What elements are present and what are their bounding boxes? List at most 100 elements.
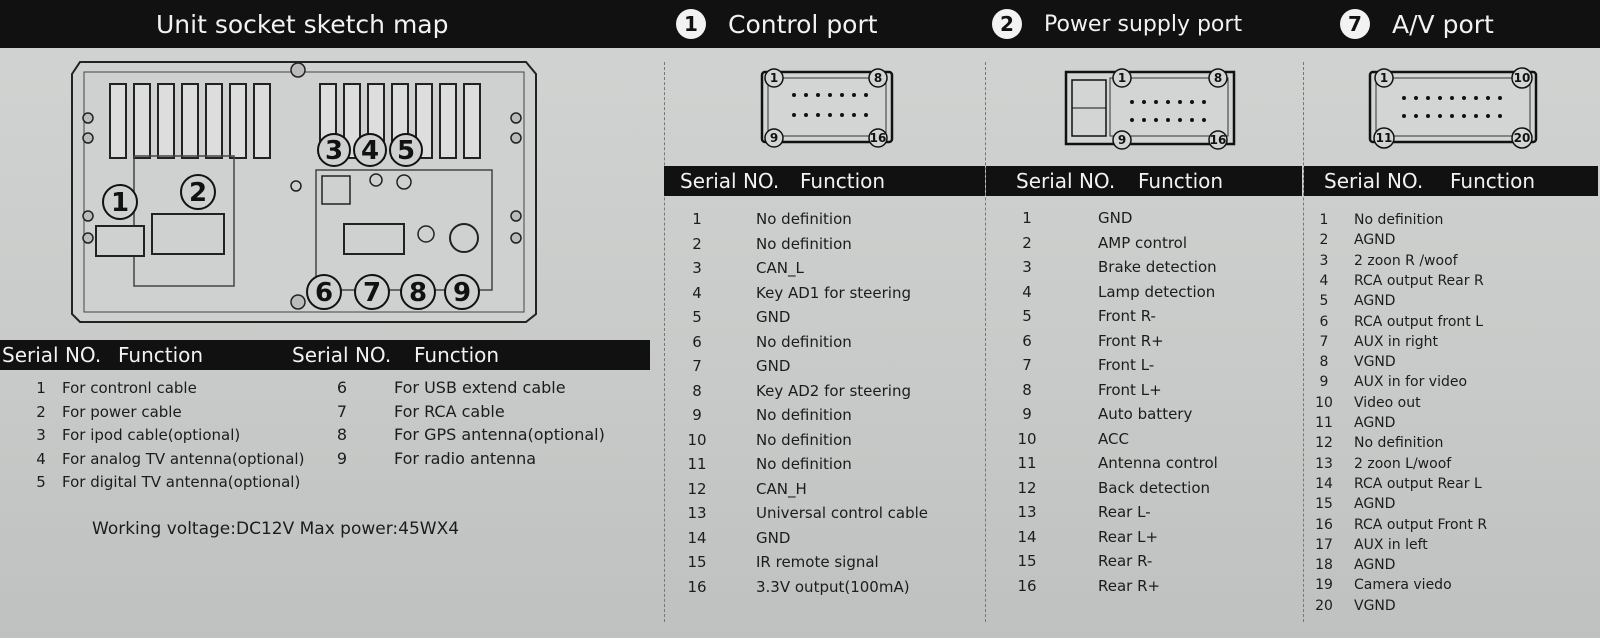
serial-number: 8 xyxy=(336,425,348,444)
table-row: 4 For analog TV antenna(optional) xyxy=(0,449,330,469)
function-text: For power cable xyxy=(62,402,182,421)
sketch-number: 5 xyxy=(397,136,415,166)
function-text: GND xyxy=(1098,209,1133,227)
pin-label: 10 xyxy=(1514,71,1531,85)
function-text: No definition xyxy=(1354,435,1444,452)
serial-number: 7 xyxy=(1022,356,1032,374)
table-row: 8 For GPS antenna(optional) xyxy=(330,425,630,445)
port-title-av: 7 A/V port xyxy=(1340,0,1494,48)
serial-number: 4 xyxy=(36,449,46,468)
serial-number: 8 xyxy=(1022,380,1032,399)
serial-number: 2 xyxy=(692,234,702,253)
table-row: 14 GND xyxy=(664,528,984,548)
function-text: For analog TV antenna(optional) xyxy=(62,449,305,468)
function-text: Front R+ xyxy=(1098,331,1164,350)
function-text: Video out xyxy=(1354,394,1421,411)
serial-number: 8 xyxy=(692,381,702,400)
function-text: AGND xyxy=(1354,232,1396,249)
serial-number: 6 xyxy=(336,378,348,397)
serial-number: 15 xyxy=(1017,552,1037,570)
pin-label: 1 xyxy=(1380,71,1388,85)
function-text: Universal control cable xyxy=(756,504,928,522)
function-text: Lamp detection xyxy=(1098,282,1216,301)
header-serial: Serial NO. xyxy=(292,343,392,367)
header-serial: Serial NO. xyxy=(2,343,102,367)
function-text: GND xyxy=(756,357,791,375)
serial-number: 5 xyxy=(692,308,702,326)
function-text: Rear R+ xyxy=(1098,576,1161,595)
unit-sketch-diagram: 1 2 3 4 5 6 7 8 9 xyxy=(71,61,537,323)
serial-number: 9 xyxy=(1319,374,1329,391)
function-text: CAN_L xyxy=(756,259,804,277)
serial-number: 3 xyxy=(1319,252,1329,269)
column-divider xyxy=(1303,62,1304,622)
function-text: For digital TV antenna(optional) xyxy=(62,473,301,491)
pin-label: 8 xyxy=(1214,71,1222,85)
control-port-connector: 1 8 9 16 xyxy=(760,68,894,148)
header-function: Function xyxy=(800,169,886,193)
pin-label: 8 xyxy=(874,71,882,85)
serial-number: 3 xyxy=(692,259,702,277)
function-text: GND xyxy=(756,308,791,326)
function-text: ACC xyxy=(1098,429,1129,448)
table-row: 5 GND xyxy=(664,307,984,327)
serial-number: 1 xyxy=(1319,212,1329,228)
unit-table-header: Serial NO. Function Serial NO. Function xyxy=(0,340,650,370)
sketch-title: Unit socket sketch map xyxy=(156,0,449,48)
function-text: RCA output Front R xyxy=(1354,516,1488,533)
serial-number: 10 xyxy=(687,430,707,449)
function-text: For GPS antenna(optional) xyxy=(394,425,605,444)
function-text: For radio antenna xyxy=(394,448,537,468)
function-text: Brake detection xyxy=(1098,258,1217,276)
serial-number: 9 xyxy=(336,448,348,468)
function-text: Rear R- xyxy=(1098,552,1153,570)
serial-number: 11 xyxy=(687,455,707,473)
pin-label: 1 xyxy=(1118,71,1126,85)
table-row: 16 RCA output Front R xyxy=(1304,515,1598,535)
table-row: 13 Universal control cable xyxy=(664,503,984,523)
function-text: CAN_H xyxy=(756,479,807,498)
serial-number: 5 xyxy=(1022,307,1032,325)
serial-number: 13 xyxy=(687,504,707,522)
function-text: VGND xyxy=(1354,354,1396,371)
serial-number: 7 xyxy=(692,357,702,375)
pin-label: 9 xyxy=(1118,133,1126,147)
serial-number: 5 xyxy=(1319,293,1329,310)
sketch-number: 9 xyxy=(453,278,471,308)
serial-number: 16 xyxy=(1315,516,1333,533)
serial-number: 18 xyxy=(1315,557,1333,574)
function-text: Rear L+ xyxy=(1098,527,1159,546)
function-text: GND xyxy=(756,528,791,547)
av-table-header: Serial NO. Function xyxy=(1304,166,1598,196)
function-text: AGND xyxy=(1354,557,1396,574)
function-text: 2 zoon L/woof xyxy=(1354,455,1452,472)
function-text: No definition xyxy=(756,406,852,424)
function-text: Back detection xyxy=(1098,478,1211,497)
serial-number: 6 xyxy=(692,332,702,351)
control-table-header: Serial NO. Function xyxy=(664,166,985,196)
port-title-control: 1 Control port xyxy=(676,0,878,48)
serial-number: 14 xyxy=(687,528,707,547)
header-function: Function xyxy=(1450,169,1536,193)
serial-number: 4 xyxy=(1319,272,1329,289)
